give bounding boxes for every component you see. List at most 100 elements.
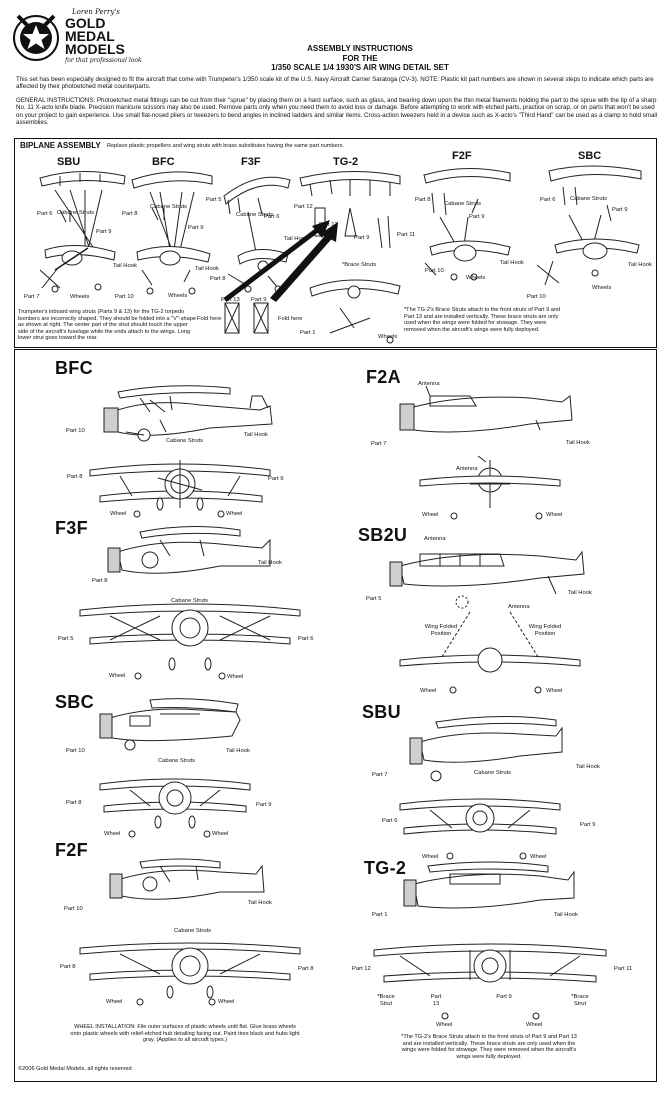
sbu-wheel-left: Wheel [422,854,439,860]
title-tg2: TG-2 [364,858,407,878]
sb2u-wheel-left: Wheel [420,688,437,694]
bfc-part10: Part 10 [66,428,85,434]
type-bfc: BFC [152,156,175,168]
type-sbu: SBU [57,156,81,168]
f3f-part8: Part 8 [92,578,108,584]
sb2u-tailhook: Tail Hook [568,590,592,596]
tg2-brace-left: *Brace Strut [377,994,395,1007]
title-sbu: SBU [362,702,401,722]
sb2u-antenna: Antenna [424,536,446,542]
sbc-wheel-left: Wheel [104,831,121,837]
bp-sbc-wheels: Wheels [592,285,612,291]
title-line3: 1/350 SCALE 1/4 1930'S AIR WING DETAIL S… [271,63,449,72]
bfc-side-view [89,385,273,518]
bfc-cabane: Cabane Struts [166,438,204,444]
sbc-tailhook: Tail Hook [226,748,250,754]
bp-bfc-part10: Part 10 [115,294,134,300]
f3f-exploded [223,176,291,334]
bp-sbc-cabane: Cabane Struts [570,196,608,202]
title-f3f: F3F [55,518,88,538]
sb2u-antenna-front: Antenna [508,604,530,610]
f2a-tailhook: Tail Hook [566,440,590,446]
bp-sbc-tailhook: Tail Hook [628,262,652,268]
sb2u-side-view [389,550,585,694]
bp-f3f-part5: Part 5 [206,197,222,203]
sbu-part9: Part 9 [580,822,596,828]
f2f-tailhook: Tail Hook [248,900,272,906]
title-line1: ASSEMBLY INSTRUCTIONS [307,44,413,53]
bp-f3f-part9: Part 9 [251,297,267,303]
sbu-tailhook: Tail Hook [576,764,600,770]
sb2u-wing-folded-right: Wing Folded Position [528,624,562,637]
bp-sbu-cabane: Cabane Struts [57,210,95,216]
sbu-part6: Part 6 [382,818,398,824]
bp-f3f-part6: Part 6 [264,214,280,220]
aircraft-details-box [14,349,657,1082]
f2a-wheel-left: Wheel [422,512,439,518]
star-emblem-icon [13,14,59,61]
f2a-side-view [399,385,573,520]
tg2-side-view [373,861,607,1020]
general-instructions: GENERAL INSTRUCTIONS: Photoetched metal … [16,97,658,127]
type-f2f: F2F [452,150,472,162]
document-title: ASSEMBLY INSTRUCTIONS FOR THE 1/350 SCAL… [180,44,540,73]
f2f-wheel-left: Wheel [106,999,123,1005]
title-f2a: F2A [366,367,401,387]
bfc-wheel-right: Wheel [226,511,243,517]
type-sbc: SBC [578,150,602,162]
f2f-part8-left: Part 8 [60,964,76,970]
tg2-wheel-right: Wheel [526,1022,543,1028]
bp-f3f-cabane: Cabane Struts [236,212,274,218]
tg2-brace-right: *Brace Strut [571,994,589,1007]
sbc-side-view [99,698,251,838]
bp-f2f-part10: Part 10 [425,268,444,274]
bp-tg2-part1: Part 1 [300,330,316,336]
f3f-part6: Part 6 [298,636,314,642]
sbu-part7: Part 7 [372,772,388,778]
tg2-tailhook: Tail Hook [554,912,578,918]
bp-sbu-wheels: Wheels [70,294,90,300]
tg2-part12: Part 12 [352,966,371,972]
sbu-cabane: Cabane Struts [474,770,512,776]
tg2-wheel-left: Wheel [436,1022,453,1028]
sbu-wheel-right: Wheel [530,854,547,860]
sb2u-wing-folded-left: Wing Folded Position [424,624,458,637]
tg2-part11: Part 11 [614,966,633,972]
type-tg2: TG-2 [333,156,359,168]
bp-bfc-cabane: Cabane Struts [150,204,188,210]
bp-tg2-wheels: Wheels [378,334,398,340]
bp-sbu-part7: Part 7 [24,294,40,300]
f2f-part10: Part 10 [64,906,83,912]
sbc-wheel-right: Wheel [212,831,229,837]
tg2-brace-note: *The TG-2's Brace Struts attach to the f… [401,1034,577,1060]
brand-tagline: for that professional look [65,57,142,64]
f2f-part8-right: Part 8 [298,966,314,972]
biplane-note-right: *The TG-2's Brace Struts attach to the f… [404,307,561,333]
bp-tg2-part9: Part 9 [354,235,370,241]
title-line2: FOR THE [342,53,378,63]
tg2-part9: Part 9 [496,994,512,1000]
bp-sbc-part10: Part 10 [527,294,546,300]
bp-bfc-part8: Part 8 [122,211,138,217]
f3f-cabane: Cabane Struts [171,598,209,604]
bp-tg2-brace: *Brace Struts [342,262,377,268]
bp-f2f-part8: Part 8 [415,197,431,203]
f3f-wheel-right: Wheel [227,674,244,680]
sbc-cabane: Cabane Struts [158,758,196,764]
biplane-note-left: Trumpeter's inboard wing struts (Parts 9… [18,309,197,342]
sbu-exploded [39,171,126,293]
wheel-installation-note: WHEEL INSTALLATION: File outer surfaces … [70,1024,300,1044]
f2f-exploded [423,168,511,281]
bp-f2f-wheels: Wheels [466,275,486,281]
bfc-wheel-left: Wheel [110,511,127,517]
title-sb2u: SB2U [358,525,408,545]
bp-fold-here-right: Fold here [278,316,303,322]
copyright: ©2006 Gold Medal Models, all rights rese… [18,1066,132,1072]
bp-sbu-part9: Part 9 [96,229,112,235]
brand-line2: MEDAL [65,28,115,44]
f3f-wheel-left: Wheel [109,673,126,679]
bp-f3f-part13: Part 13 [221,297,240,303]
f2a-part7: Part 7 [371,441,387,447]
